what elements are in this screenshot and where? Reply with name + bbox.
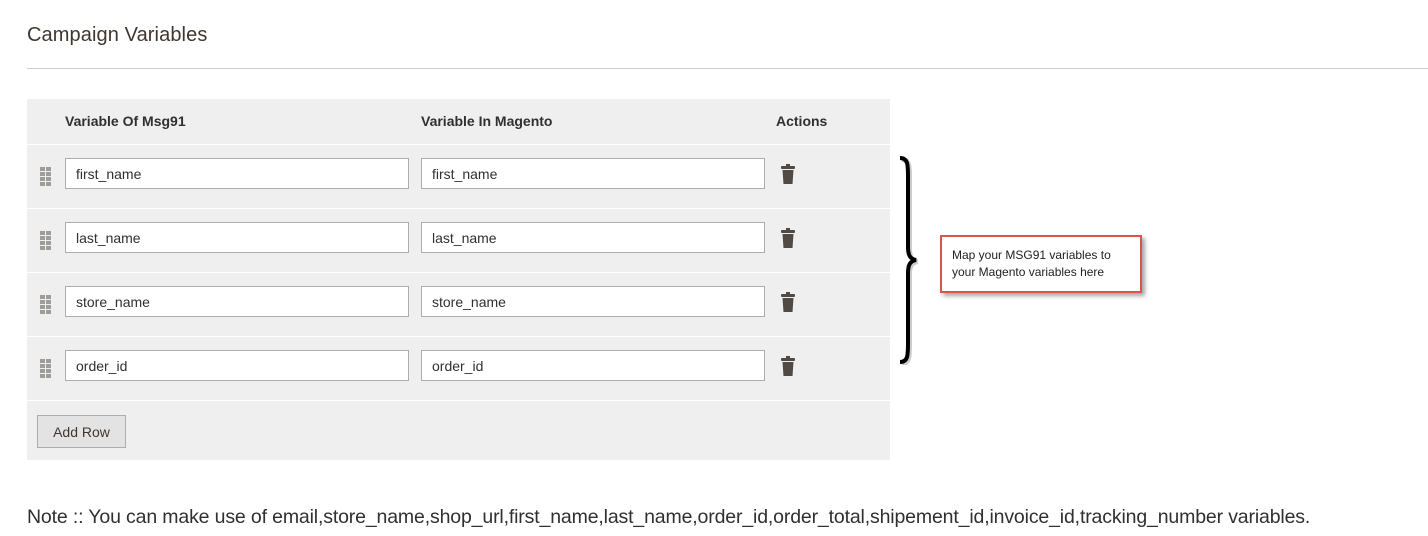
column-header-magento: Variable In Magento: [421, 113, 553, 129]
drag-handle-icon[interactable]: [40, 295, 51, 314]
column-header-actions: Actions: [776, 113, 828, 129]
drag-handle-icon[interactable]: [40, 167, 51, 186]
section-divider: [27, 68, 1428, 69]
trash-icon[interactable]: [780, 227, 796, 249]
column-header-msg91: Variable Of Msg91: [65, 113, 186, 129]
table-row: [27, 209, 890, 273]
drag-handle-icon[interactable]: [40, 231, 51, 250]
table-row: [27, 337, 890, 401]
trash-icon[interactable]: [780, 163, 796, 185]
magento-variable-input[interactable]: [421, 158, 765, 189]
msg91-variable-input[interactable]: [65, 286, 409, 317]
msg91-variable-input[interactable]: [65, 350, 409, 381]
variables-note: Note :: You can make use of email,store_…: [27, 506, 1311, 528]
section-title: Campaign Variables: [27, 24, 208, 46]
annotation-callout: Map your MSG91 variables to your Magento…: [940, 235, 1142, 293]
msg91-variable-input[interactable]: [65, 222, 409, 253]
table-row: [27, 273, 890, 337]
trash-icon[interactable]: [780, 291, 796, 313]
table-row: [27, 145, 890, 209]
variables-grid: Variable Of Msg91 Variable In Magento Ac…: [27, 99, 890, 460]
magento-variable-input[interactable]: [421, 222, 765, 253]
msg91-variable-input[interactable]: [65, 158, 409, 189]
trash-icon[interactable]: [780, 355, 796, 377]
curly-brace-icon: [899, 156, 919, 365]
drag-handle-icon[interactable]: [40, 359, 51, 378]
add-row-button[interactable]: Add Row: [37, 415, 126, 448]
grid-header: Variable Of Msg91 Variable In Magento Ac…: [27, 99, 890, 145]
grid-footer: Add Row: [27, 401, 890, 460]
magento-variable-input[interactable]: [421, 286, 765, 317]
magento-variable-input[interactable]: [421, 350, 765, 381]
